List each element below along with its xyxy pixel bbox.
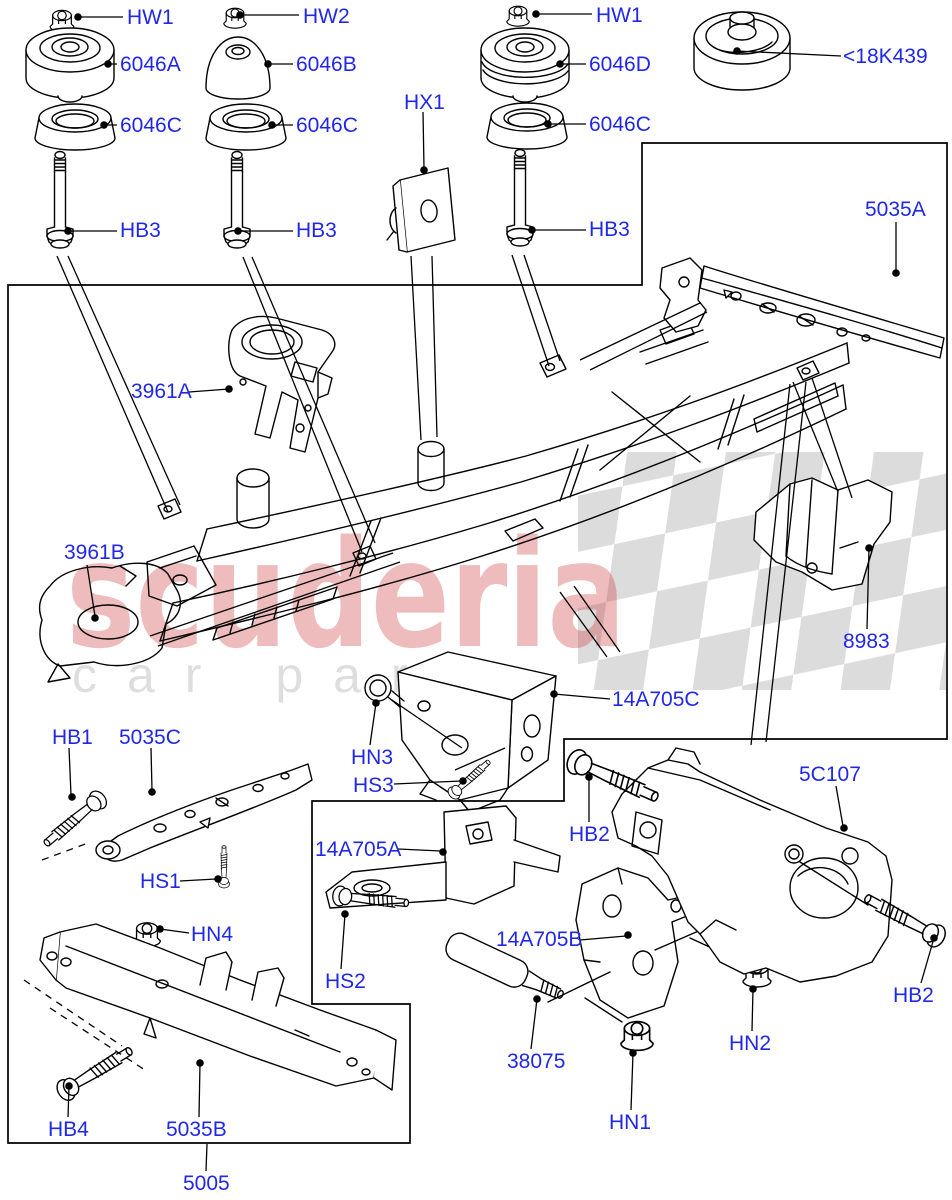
checkered-flag-watermark <box>578 452 946 690</box>
hb2-axis-line <box>799 861 869 906</box>
part-5035a-crossmember-drawing <box>659 257 945 359</box>
part-38075-damper-drawing <box>445 932 564 999</box>
part-hn1-nut-drawing <box>620 1020 654 1052</box>
part-hb4-bolt-drawing <box>52 1039 138 1105</box>
part-5c107-mount-drawing <box>611 747 893 983</box>
part-6046c-washer-drawing <box>205 103 287 151</box>
part-14a705a-bracket-drawing <box>325 805 561 909</box>
part-14a705b-bracket-drawing <box>575 867 693 1019</box>
part-6046c-washer-drawing <box>486 102 568 150</box>
chassis-frame-drawing <box>146 319 850 642</box>
part-6046a-bushing-drawing <box>25 27 115 103</box>
part-5035b-crossmember-drawing <box>39 923 397 1091</box>
part-3961b-bracket-drawing <box>38 562 182 683</box>
part-3961a-bracket-drawing <box>228 315 336 453</box>
leader-dots <box>64 10 938 1090</box>
part-6046b-bushing-drawing <box>205 36 271 100</box>
hn1-axis-line <box>584 997 623 1023</box>
diagram-boxes <box>7 142 948 1144</box>
part-18k439-bushing-drawing <box>693 11 791 91</box>
part-6046c-washer-drawing <box>34 103 116 151</box>
part-hx1-clip-drawing <box>386 167 456 253</box>
part-6046d-bushing-drawing <box>480 27 570 103</box>
part-8983-shield-drawing <box>753 477 893 591</box>
part-hw1-nut-drawing <box>506 5 530 27</box>
part-14a705c-bracket-drawing <box>397 651 557 813</box>
part-hw2-nut-drawing <box>223 7 247 29</box>
part-5035c-crossmember-drawing <box>95 763 313 862</box>
